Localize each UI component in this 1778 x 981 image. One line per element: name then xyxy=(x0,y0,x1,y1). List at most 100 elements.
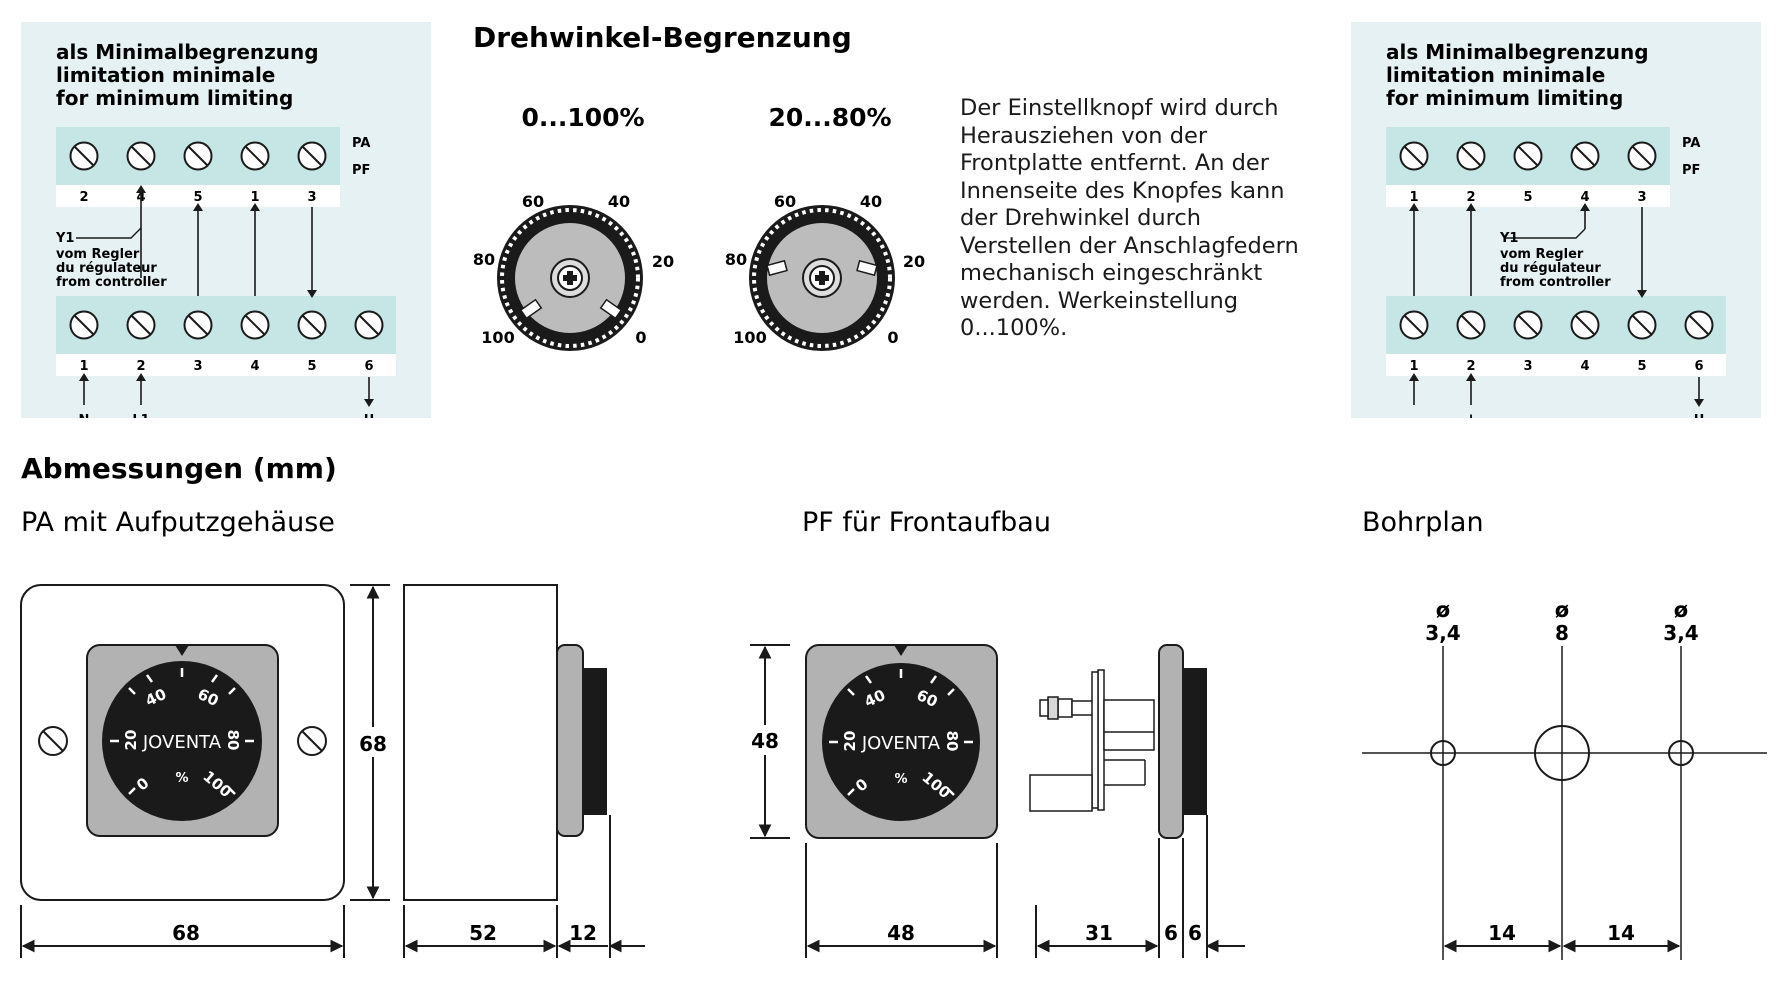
terminal-number: 1 xyxy=(1409,190,1418,205)
brand-logo-text: JOVENTA xyxy=(861,733,941,754)
y1-leader xyxy=(1505,228,1586,239)
screw-terminal xyxy=(240,310,270,340)
y1-label: du régulateur xyxy=(56,261,157,276)
dial-range-label: 20...80% xyxy=(768,103,891,132)
dimension-value: 68 xyxy=(172,921,200,945)
y1-label: from controller xyxy=(1500,275,1611,290)
dial-scale-label: 80 xyxy=(725,250,747,269)
dial-scale-label: 0 xyxy=(635,328,646,347)
terminal-number: 4 xyxy=(1580,190,1589,205)
screw-terminal xyxy=(1570,310,1600,340)
screw-terminal xyxy=(1684,310,1714,340)
panel-title-line: limitation minimale xyxy=(56,63,275,87)
panel-title-line: als Minimalbegrenzung xyxy=(1386,40,1649,64)
knob-unit: % xyxy=(894,772,907,787)
terminal-strip-bottom xyxy=(1386,296,1726,354)
hole-diameter-value: 8 xyxy=(1555,621,1569,645)
dial-scale-label: 40 xyxy=(608,192,630,211)
terminal-number: 2 xyxy=(79,190,88,205)
knob-unit: % xyxy=(175,771,188,786)
hole-diameter-symbol: ø xyxy=(1436,598,1450,622)
pf-front-view: JOVENTA 0 20 40 60 80 100 % xyxy=(805,644,998,839)
rotation-limit-description: Der Einstellknopf wird durch Herausziehe… xyxy=(960,95,1299,341)
knob-scale-number: 20 xyxy=(122,730,140,751)
terminal-number: 6 xyxy=(1694,359,1703,374)
terminal-number: 5 xyxy=(307,359,316,374)
terminal-number: 5 xyxy=(1523,190,1532,205)
dimension-value: 52 xyxy=(469,921,497,945)
screw-terminal xyxy=(126,310,156,340)
pf-side-view xyxy=(1029,644,1207,839)
dial-scale-label: 80 xyxy=(473,250,495,269)
screw-terminal xyxy=(183,141,213,171)
dimension-value: 14 xyxy=(1488,921,1516,945)
panel-title-line: for minimum limiting xyxy=(1386,86,1623,110)
hole-diameter-value: 3,4 xyxy=(1425,621,1460,645)
dial-range-label: 0...100% xyxy=(521,103,644,132)
dial-scale-label: 40 xyxy=(860,192,882,211)
terminal-number: 5 xyxy=(193,190,202,205)
tag-pf: PF xyxy=(1682,163,1700,178)
terminal-number: 3 xyxy=(307,190,316,205)
dial-scale-label: 60 xyxy=(774,192,796,211)
dial-scale-label: 60 xyxy=(522,192,544,211)
dimension-value: 31 xyxy=(1085,921,1113,945)
screw-terminal xyxy=(1399,141,1429,171)
terminal-number: 1 xyxy=(1409,359,1418,374)
screw-terminal xyxy=(297,141,327,171)
y1-label: vom Regler xyxy=(56,247,140,262)
brand-logo-text: JOVENTA xyxy=(142,732,222,753)
mounting-screw xyxy=(297,726,327,756)
screw-terminal xyxy=(1513,310,1543,340)
pa-front-view: JOVENTA 0 20 40 60 80 100 % xyxy=(20,584,345,901)
pa-side-view xyxy=(403,584,607,901)
screw-terminal xyxy=(1570,141,1600,171)
terminal-number: 5 xyxy=(1637,359,1646,374)
dimension-value: 6 xyxy=(1164,921,1178,945)
subsection-label: PF für Frontaufbau xyxy=(802,507,1051,538)
hole-diameter-symbol: ø xyxy=(1555,598,1569,622)
terminal-number: 2 xyxy=(1466,359,1475,374)
drill-hole xyxy=(1430,740,1456,766)
panel-title-line: for minimum limiting xyxy=(56,86,293,110)
dimension-value: 68 xyxy=(359,732,387,756)
screw-terminal xyxy=(183,310,213,340)
dimension-value: 48 xyxy=(751,729,779,753)
screw-terminal xyxy=(1456,310,1486,340)
y1-label: Y1 xyxy=(1499,231,1518,246)
screw-terminal xyxy=(297,310,327,340)
dial-scale-label: 20 xyxy=(652,252,674,271)
terminal-number: 2 xyxy=(1466,190,1475,205)
y1-label: du régulateur xyxy=(1500,261,1601,276)
pa-width-dim: 68 xyxy=(20,905,345,958)
section-title: Drehwinkel-Begrenzung xyxy=(473,21,852,54)
knob-scale-ticks xyxy=(110,668,254,795)
subsection-label: PA mit Aufputzgehäuse xyxy=(21,507,335,538)
terminal-number: 2 xyxy=(136,359,145,374)
panel-title-line: limitation minimale xyxy=(1386,63,1605,87)
knob-scale-number: 20 xyxy=(841,731,859,752)
screw-terminal xyxy=(354,310,384,340)
dimension-value: 12 xyxy=(569,921,597,945)
y1-label: from controller xyxy=(56,275,167,290)
screw-terminal xyxy=(1456,141,1486,171)
tag-pa: PA xyxy=(1682,136,1700,151)
knob-scale-number: 80 xyxy=(943,731,961,752)
screw-terminal xyxy=(1627,310,1657,340)
tag-pa: PA xyxy=(352,136,370,151)
hole-diameter-value: 3,4 xyxy=(1663,621,1698,645)
knob-scale-ticks xyxy=(829,669,973,796)
terminal-number: 6 xyxy=(364,359,373,374)
pf-width-dim: 48 xyxy=(805,843,998,958)
screw-terminal xyxy=(240,141,270,171)
dimension-value: 14 xyxy=(1607,921,1635,945)
knob-scale-number: 80 xyxy=(224,730,242,751)
screw-terminal xyxy=(69,141,99,171)
pa-depth-dim: 52 12 xyxy=(403,815,645,958)
screw-terminal xyxy=(69,310,99,340)
y1-leader xyxy=(76,227,142,239)
y1-label: Y1 xyxy=(55,231,74,246)
screw-terminal xyxy=(1399,310,1429,340)
dial-scale-label: 20 xyxy=(903,252,925,271)
terminal-number: 3 xyxy=(193,359,202,374)
